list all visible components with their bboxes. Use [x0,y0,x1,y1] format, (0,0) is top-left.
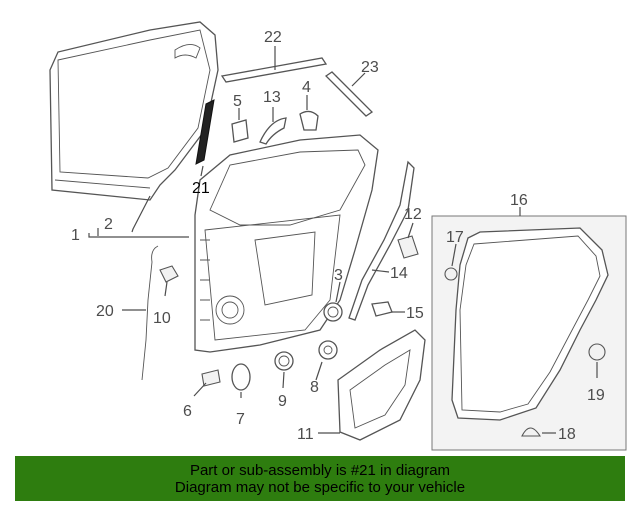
callout-4: 4 [302,79,311,96]
part-6-bracket [201,369,221,387]
banner-line-2: Diagram may not be specific to your vehi… [174,478,466,496]
part-13-cover [259,117,287,145]
callout-14: 14 [390,265,408,282]
part-5-clip [231,119,249,143]
callout-10: 10 [153,310,171,327]
callout-20: 20 [96,303,114,320]
part-8-grommet [318,340,338,360]
part-11-service-cover [337,329,426,441]
callout-6: 6 [183,403,192,420]
part-17-clip [444,267,458,281]
callout-8: 8 [310,379,319,396]
part-19-clip [588,343,606,361]
part-21-highlighted [195,99,215,165]
part-1-door-inner-frame [194,134,379,353]
callout-3: 3 [334,267,343,284]
banner-line-1: Part or sub-assembly is #21 in diagram [189,461,451,479]
callout-18: 18 [558,426,576,443]
part-3-grommet [323,302,343,322]
callout-16: 16 [510,192,528,209]
part-12-pad [397,235,419,259]
callout-12: 12 [404,206,422,223]
part-14-channel [348,160,415,321]
callout-5: 5 [233,93,242,110]
part-4-bracket [299,110,319,131]
leader-lines [88,46,598,434]
part-22-strip [220,57,328,83]
callout-7: 7 [236,411,245,428]
part-16-weatherstrip-box [431,215,627,451]
callout-9: 9 [278,393,287,410]
callout-21: 21 [192,180,210,197]
info-banner: Part or sub-assembly is #21 in diagram D… [15,456,625,501]
part-20-rod [141,245,159,381]
callout-2: 2 [104,216,113,233]
callout-17: 17 [446,229,464,246]
part-10-clip [159,265,179,283]
part-15-fastener [371,301,393,317]
part-23-strip [324,71,374,117]
callout-23: 23 [361,59,379,76]
callout-labels: 1 2 3 4 5 6 7 8 9 10 11 12 13 14 15 16 1… [71,29,605,443]
part-9-plug [274,351,294,371]
callout-22: 22 [264,29,282,46]
callout-1: 1 [71,227,80,244]
callout-19: 19 [587,387,605,404]
part-18-clip [521,427,541,437]
callout-15: 15 [406,305,424,322]
callout-11: 11 [297,426,314,443]
callout-13: 13 [263,89,281,106]
part-2-door-outer-panel [49,21,219,201]
part-7-cap [231,363,251,391]
